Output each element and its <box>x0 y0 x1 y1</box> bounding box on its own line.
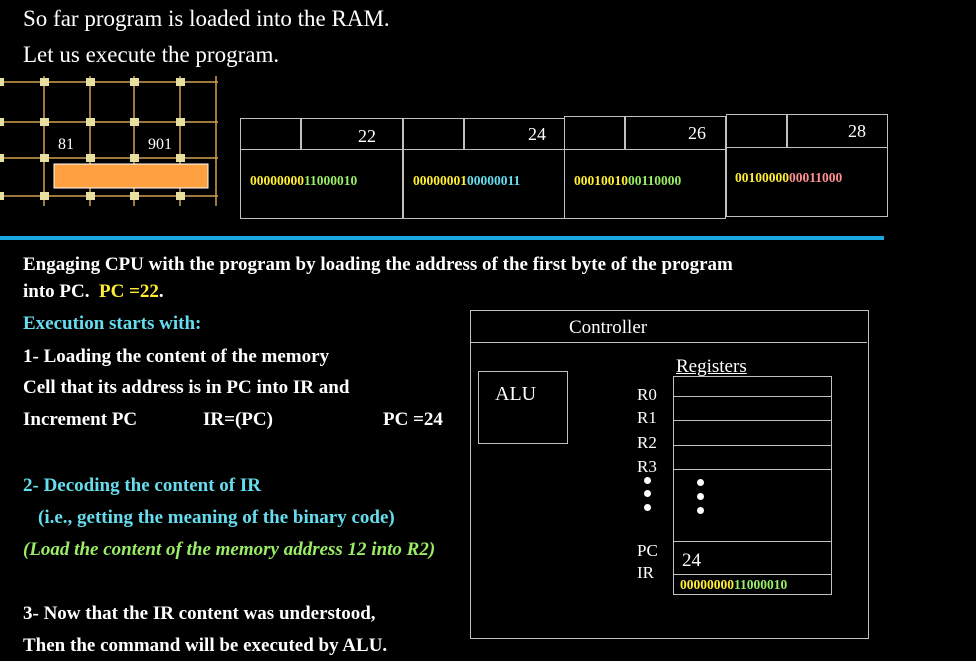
memory-content-24-hi: 00000001 <box>413 173 467 188</box>
controller-label: Controller <box>569 317 648 338</box>
ir-register-value-hi: 00000000 <box>680 577 734 592</box>
memory-content-26-lo: 00110000 <box>628 173 682 188</box>
ir-register-value: 0000000011000010 <box>680 577 787 593</box>
step2-line-2: (i.e., getting the meaning of the binary… <box>38 507 395 528</box>
memory-content-22-hi: 00000000 <box>250 173 304 188</box>
step2-line-1: 2- Decoding the content of IR <box>23 475 262 496</box>
memory-address-24: 24 <box>528 124 546 144</box>
ellipsis-dot <box>644 504 651 511</box>
memory-address-22: 22 <box>358 126 376 146</box>
ram-cell-label-b: 901 <box>148 136 172 153</box>
section-divider <box>0 236 884 240</box>
registers-box <box>673 376 832 595</box>
ir-register-value-lo: 11000010 <box>734 577 788 592</box>
engaging-period: . <box>158 281 164 302</box>
reg-label-ir: IR <box>637 563 654 582</box>
alu-label: ALU <box>495 383 537 405</box>
step1-line-1: 1- Loading the content of the memory <box>23 346 330 367</box>
reg-line-r1 <box>673 420 831 421</box>
reg-label-pc: PC <box>637 541 658 560</box>
memory-cell-26-byte-a <box>564 116 626 150</box>
reg-label-r2: R2 <box>637 433 657 452</box>
memory-cell-22-byte-b <box>300 118 403 150</box>
memory-content-22-lo: 11000010 <box>304 173 358 188</box>
registers-title: Registers <box>676 356 747 377</box>
step2-line-3: (Load the content of the memory address … <box>23 539 436 560</box>
step1-line-3a: Increment PC <box>23 409 138 430</box>
reg-line-r2 <box>673 445 831 446</box>
ellipsis-dot <box>697 493 704 500</box>
memory-cell-22-byte-a <box>240 118 302 150</box>
reg-line-r3 <box>673 469 831 470</box>
memory-content-28-hi: 00100000 <box>735 170 789 185</box>
engaging-line-2: into PC. PC =22. <box>23 281 164 303</box>
controller-bar <box>470 310 867 343</box>
memory-address-26: 26 <box>688 123 706 143</box>
memory-content-24-lo: 00000011 <box>467 173 521 188</box>
step1-line-3b: IR=(PC) <box>203 409 273 430</box>
cpu-box <box>470 310 869 639</box>
ellipsis-dot <box>697 507 704 514</box>
step1-line-3c: PC =24 <box>383 409 443 430</box>
reg-label-r0: R0 <box>637 385 657 404</box>
memory-content-22: 0000000011000010 <box>250 173 357 189</box>
memory-cell-24-byte-b <box>463 118 565 150</box>
pc-register-value: 24 <box>682 550 701 571</box>
intro-line-2: Let us execute the program. <box>23 42 280 67</box>
memory-content-24: 0000000100000011 <box>413 173 520 189</box>
engaging-line-2-prefix: into PC. <box>23 281 90 302</box>
memory-content-28: 0010000000011000 <box>735 170 842 186</box>
step3-line-1: 3- Now that the IR content was understoo… <box>23 603 376 624</box>
reg-label-r1: R1 <box>637 408 657 427</box>
engaging-pc-value: PC =22 <box>99 281 159 302</box>
reg-line-pc <box>673 541 831 542</box>
ram-highlight-cell <box>53 163 209 189</box>
ram-grid <box>0 76 218 206</box>
memory-cell-28-byte-a <box>726 114 788 148</box>
reg-label-r3: R3 <box>637 457 657 476</box>
ellipsis-dot <box>644 490 651 497</box>
ellipsis-dot <box>697 479 704 486</box>
memory-cell-24-byte-a <box>403 118 465 150</box>
steps-header: Execution starts with: <box>23 313 202 334</box>
memory-cell-28-byte-b <box>786 114 888 148</box>
memory-address-28: 28 <box>848 121 866 141</box>
memory-content-26-hi: 00010010 <box>574 173 628 188</box>
reg-line-ir <box>673 574 831 575</box>
memory-content-28-lo: 00011000 <box>789 170 843 185</box>
reg-line-r0 <box>673 396 831 397</box>
ellipsis-dot <box>644 477 651 484</box>
step3-line-2: Then the command will be executed by ALU… <box>23 635 388 656</box>
alu-box <box>478 371 568 444</box>
ram-cell-label-a: 81 <box>58 136 74 153</box>
engaging-line-1: Engaging CPU with the program by loading… <box>23 254 733 275</box>
intro-line-1: So far program is loaded into the RAM. <box>23 6 390 31</box>
memory-content-26: 0001001000110000 <box>574 173 681 189</box>
memory-cell-26-byte-b <box>624 116 726 150</box>
step1-line-2: Cell that its address is in PC into IR a… <box>23 377 350 398</box>
